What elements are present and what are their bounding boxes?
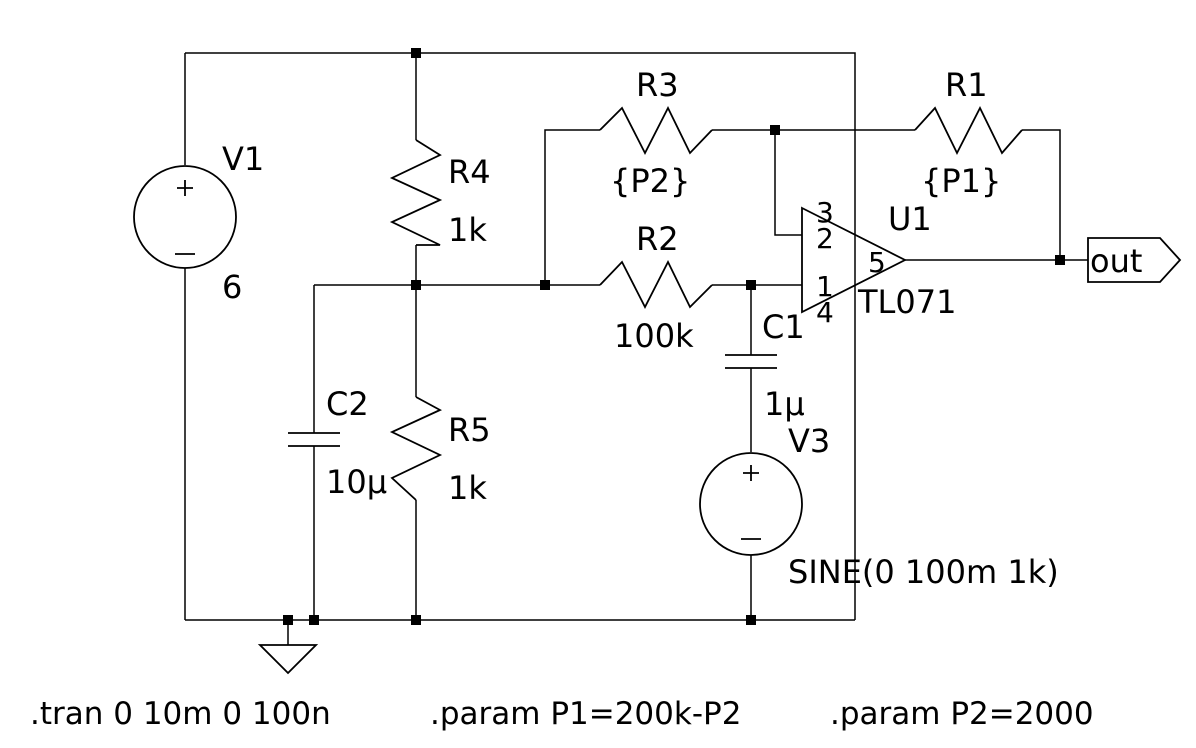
directive-param-p2: .param P2=2000 <box>830 696 1094 732</box>
v3-name-label: V3 <box>788 422 830 460</box>
v1-name-label: V1 <box>222 140 264 178</box>
u1-value-label: TL071 <box>857 283 956 321</box>
r1-value-label: {P1} <box>921 162 1001 200</box>
r2-resistor-symbol <box>599 259 713 309</box>
directive-tran: .tran 0 10m 0 100n <box>30 696 331 732</box>
r5-name-label: R5 <box>448 411 491 449</box>
wire-top-rail <box>185 52 856 620</box>
v1-value-label: 6 <box>222 268 242 306</box>
opamp-symbol <box>801 206 907 314</box>
opamp-pin-label: 2 <box>816 222 834 255</box>
r1-name-label: R1 <box>945 66 988 104</box>
c2-value-label: 10µ <box>326 463 387 501</box>
wire-r1-right <box>1022 129 1061 260</box>
c1-name-label: C1 <box>762 308 805 346</box>
ground-symbol <box>257 644 319 675</box>
c1-value-label: 1µ <box>764 385 805 423</box>
out-net-flag-shape <box>1087 237 1182 283</box>
r2-value-label: 100k <box>614 317 694 355</box>
r3-value-label: {P2} <box>610 162 690 200</box>
c2-name-label: C2 <box>326 385 369 423</box>
r4-value-label: 1k <box>448 211 487 249</box>
out-net-label: out <box>1090 242 1142 280</box>
r1-resistor-symbol <box>914 105 1023 156</box>
wire-r3-left <box>544 129 600 285</box>
directive-param-p1: .param P1=200k-P2 <box>430 696 741 732</box>
r5-resistor-symbol <box>389 396 443 501</box>
opamp-pin-label: 5 <box>868 246 886 279</box>
u1-name-label: U1 <box>888 200 932 238</box>
wire-opamp-inv <box>774 130 802 236</box>
opamp-pin-label: 3 <box>816 196 834 229</box>
r4-name-label: R4 <box>448 153 491 191</box>
r2-name-label: R2 <box>636 220 679 258</box>
c1-capacitor-symbol <box>725 354 777 369</box>
v3-source-symbol <box>699 452 803 556</box>
opamp-pin-label: 1 <box>816 270 834 303</box>
v1-source-symbol <box>133 165 237 269</box>
junction-dots <box>283 48 1065 625</box>
c2-capacitor-symbol <box>288 432 340 447</box>
r4-resistor-symbol <box>389 139 443 246</box>
r3-resistor-symbol <box>599 105 713 155</box>
wires <box>184 52 1088 645</box>
r5-value-label: 1k <box>448 469 487 507</box>
v3-value-label: SINE(0 100m 1k) <box>788 553 1059 591</box>
r3-name-label: R3 <box>636 66 679 104</box>
opamp-pin-label: 4 <box>816 296 834 329</box>
